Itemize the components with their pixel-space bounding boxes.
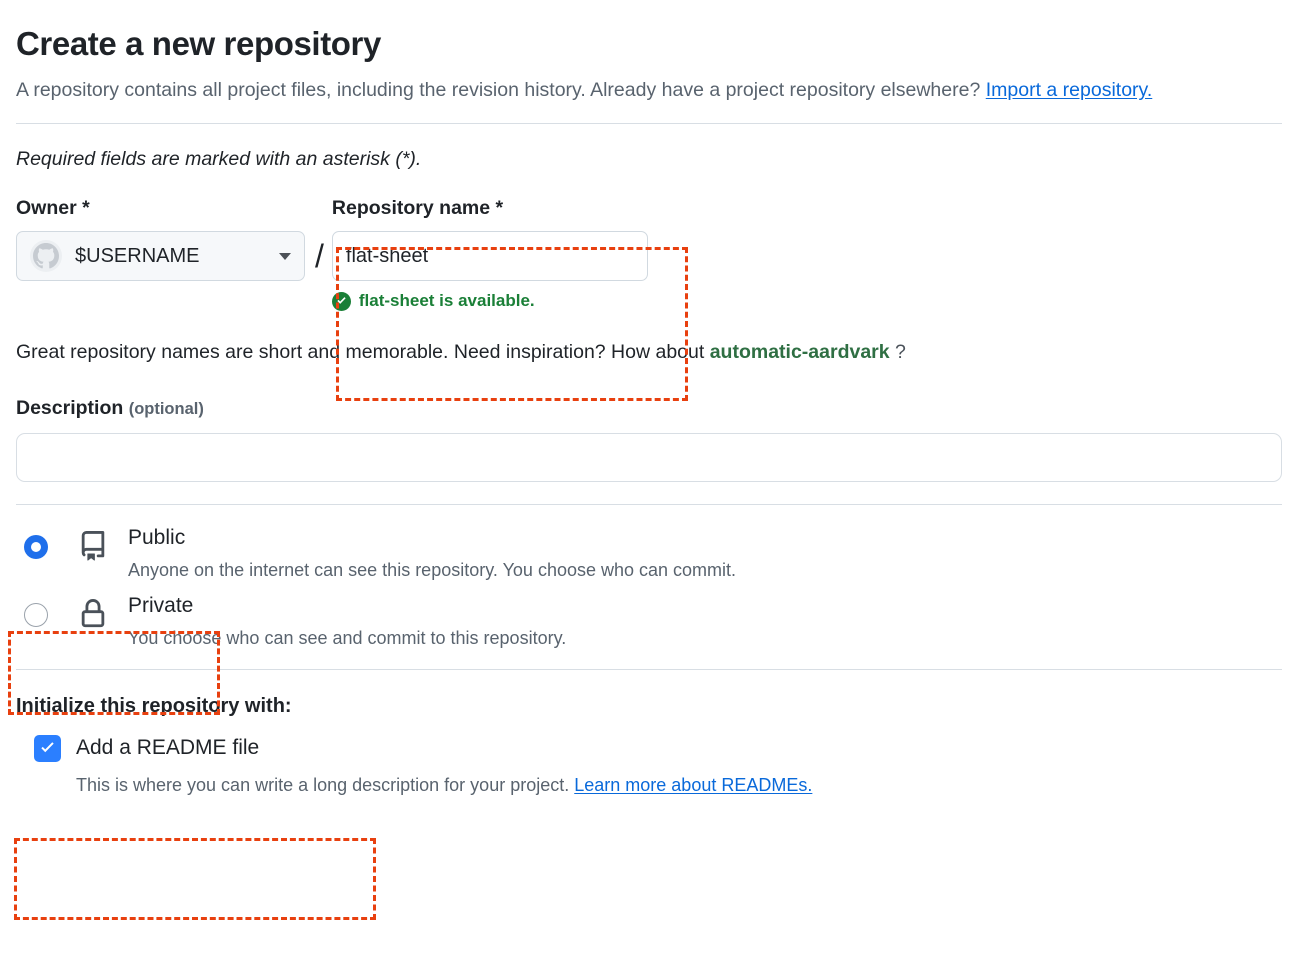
visibility-private-description: You choose who can see and commit to thi… [128, 628, 567, 648]
lock-icon [78, 599, 108, 629]
learn-more-readmes-link[interactable]: Learn more about READMEs. [574, 775, 813, 795]
divider-before-initialize [16, 669, 1282, 670]
page-description: A repository contains all project files,… [16, 66, 1246, 109]
readme-description-text: This is where you can write a long descr… [76, 775, 570, 795]
description-label-text: Description [16, 397, 124, 419]
description-label: Description (optional) [16, 366, 1282, 422]
add-readme-label: Add a README file [76, 736, 260, 759]
annotation-box-initialize-section [14, 838, 376, 920]
visibility-public-name: Public [128, 526, 186, 549]
readme-description: This is where you can write a long descr… [76, 772, 1282, 798]
add-readme-row[interactable]: Add a README file [34, 734, 1282, 762]
repository-name-input[interactable] [331, 231, 648, 281]
visibility-options: Public Anyone on the internet can see th… [16, 505, 1282, 653]
divider-top [16, 123, 1282, 124]
import-repository-link[interactable]: Import a repository. [985, 79, 1153, 101]
owner-name-separator: / [315, 238, 324, 274]
visibility-option-private[interactable]: Private You choose who can see and commi… [16, 585, 1282, 653]
checkbox-add-readme[interactable] [34, 734, 61, 762]
visibility-public-text: Public Anyone on the internet can see th… [128, 517, 736, 585]
description-optional-tag: (optional) [128, 400, 204, 418]
radio-private[interactable] [24, 603, 48, 627]
owner-and-name-row: Owner * $USERNAME / Repository name * [16, 173, 1282, 311]
repository-availability-status: flat-sheet is available. [331, 291, 648, 311]
checkmark-icon [41, 741, 54, 752]
page-title: Create a new repository [16, 25, 381, 62]
github-octocat-avatar [30, 240, 62, 272]
repo-book-icon [78, 531, 108, 561]
initialize-section-title: Initialize this repository with: [16, 695, 292, 717]
check-circle-fill-icon [331, 291, 351, 311]
description-input[interactable] [16, 433, 1282, 482]
repository-name-field-group: Repository name * flat-sheet is availabl… [331, 195, 648, 311]
required-fields-note: Required fields are marked with an aster… [16, 148, 422, 170]
radio-public[interactable] [24, 535, 48, 559]
repository-name-label: Repository name * [331, 197, 504, 219]
divider-before-visibility [16, 504, 1282, 505]
inspiration-prefix: Great repository names are short and mem… [16, 341, 705, 363]
inspiration-suffix: ? [895, 341, 906, 363]
visibility-public-description: Anyone on the internet can see this repo… [128, 560, 737, 580]
owner-select-button[interactable]: $USERNAME [16, 231, 305, 281]
name-inspiration-text: Great repository names are short and mem… [16, 311, 1282, 366]
owner-field-group: Owner * $USERNAME [16, 195, 305, 281]
availability-text: flat-sheet is available. [358, 291, 535, 310]
visibility-private-name: Private [128, 594, 194, 617]
suggested-name[interactable]: automatic-aardvark [709, 341, 890, 363]
visibility-private-text: Private You choose who can see and commi… [128, 585, 566, 653]
chevron-down-icon [279, 252, 291, 260]
owner-label: Owner * [16, 197, 90, 219]
owner-selected-value: $USERNAME [75, 244, 200, 267]
page-description-text: A repository contains all project files,… [16, 79, 981, 101]
visibility-option-public[interactable]: Public Anyone on the internet can see th… [16, 517, 1282, 585]
